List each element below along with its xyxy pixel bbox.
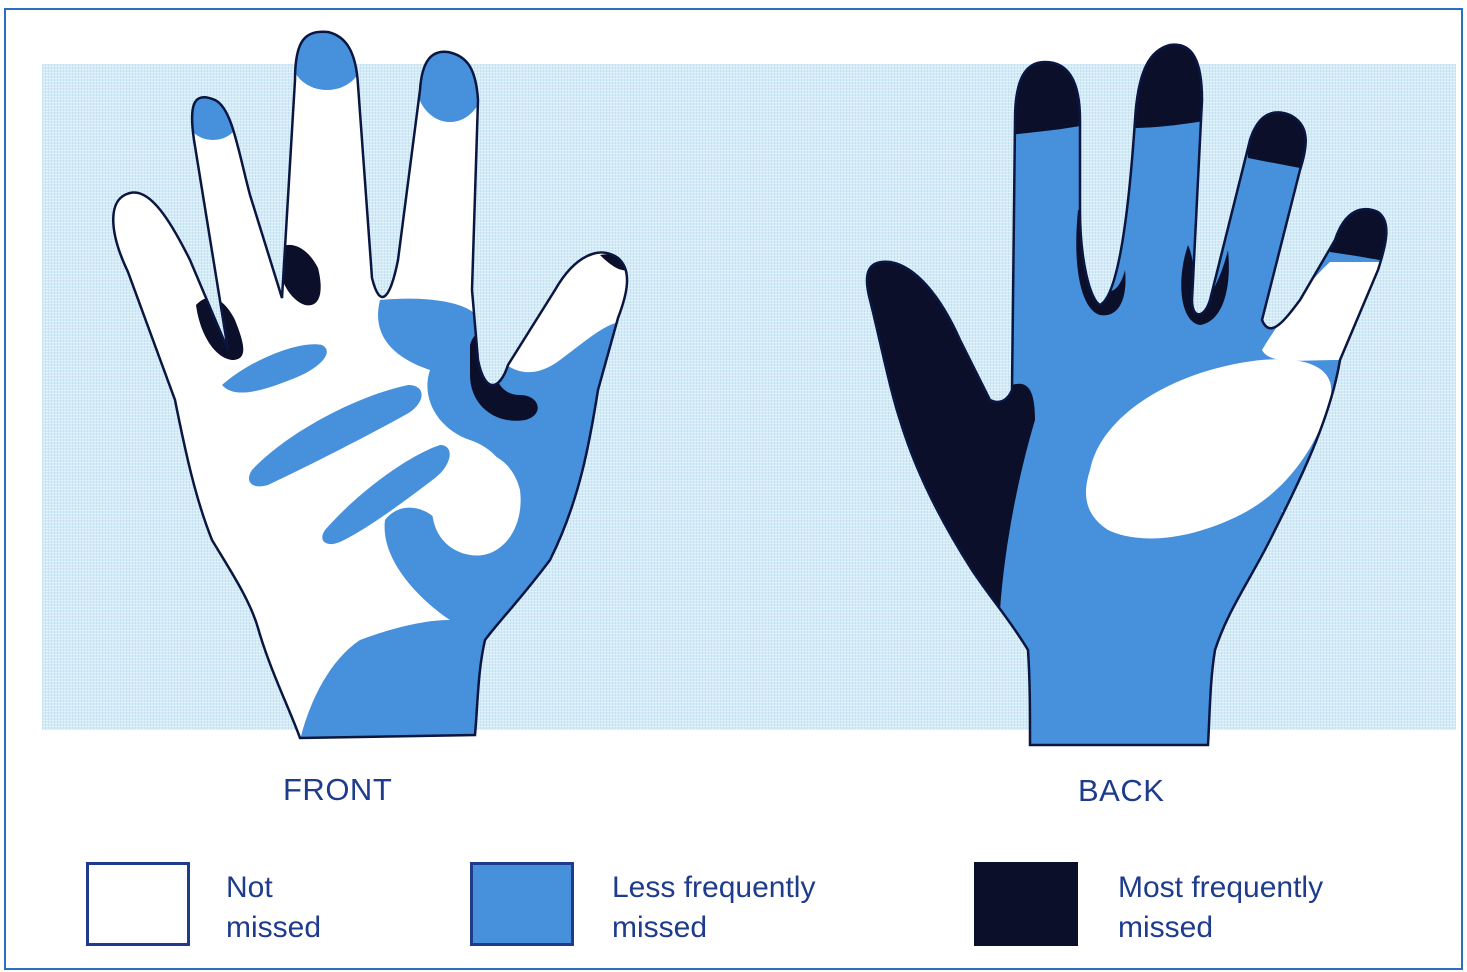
legend-swatch-less-frequently: [470, 862, 574, 946]
front-palm-white: [432, 453, 521, 556]
front-ring-tip-zone: [416, 42, 484, 122]
front-label: FRONT: [283, 772, 392, 808]
front-hand: [113, 26, 640, 740]
back-label: BACK: [1078, 773, 1164, 809]
back-ring-tip: [1130, 40, 1210, 128]
legend-swatch-most-frequently: [974, 862, 1078, 946]
legend-swatch-not-missed: [86, 862, 190, 946]
front-middle-tip-zone: [291, 26, 363, 90]
back-hand: [860, 40, 1395, 745]
back-index-white: [1262, 262, 1390, 361]
back-little-tip: [1010, 60, 1085, 135]
